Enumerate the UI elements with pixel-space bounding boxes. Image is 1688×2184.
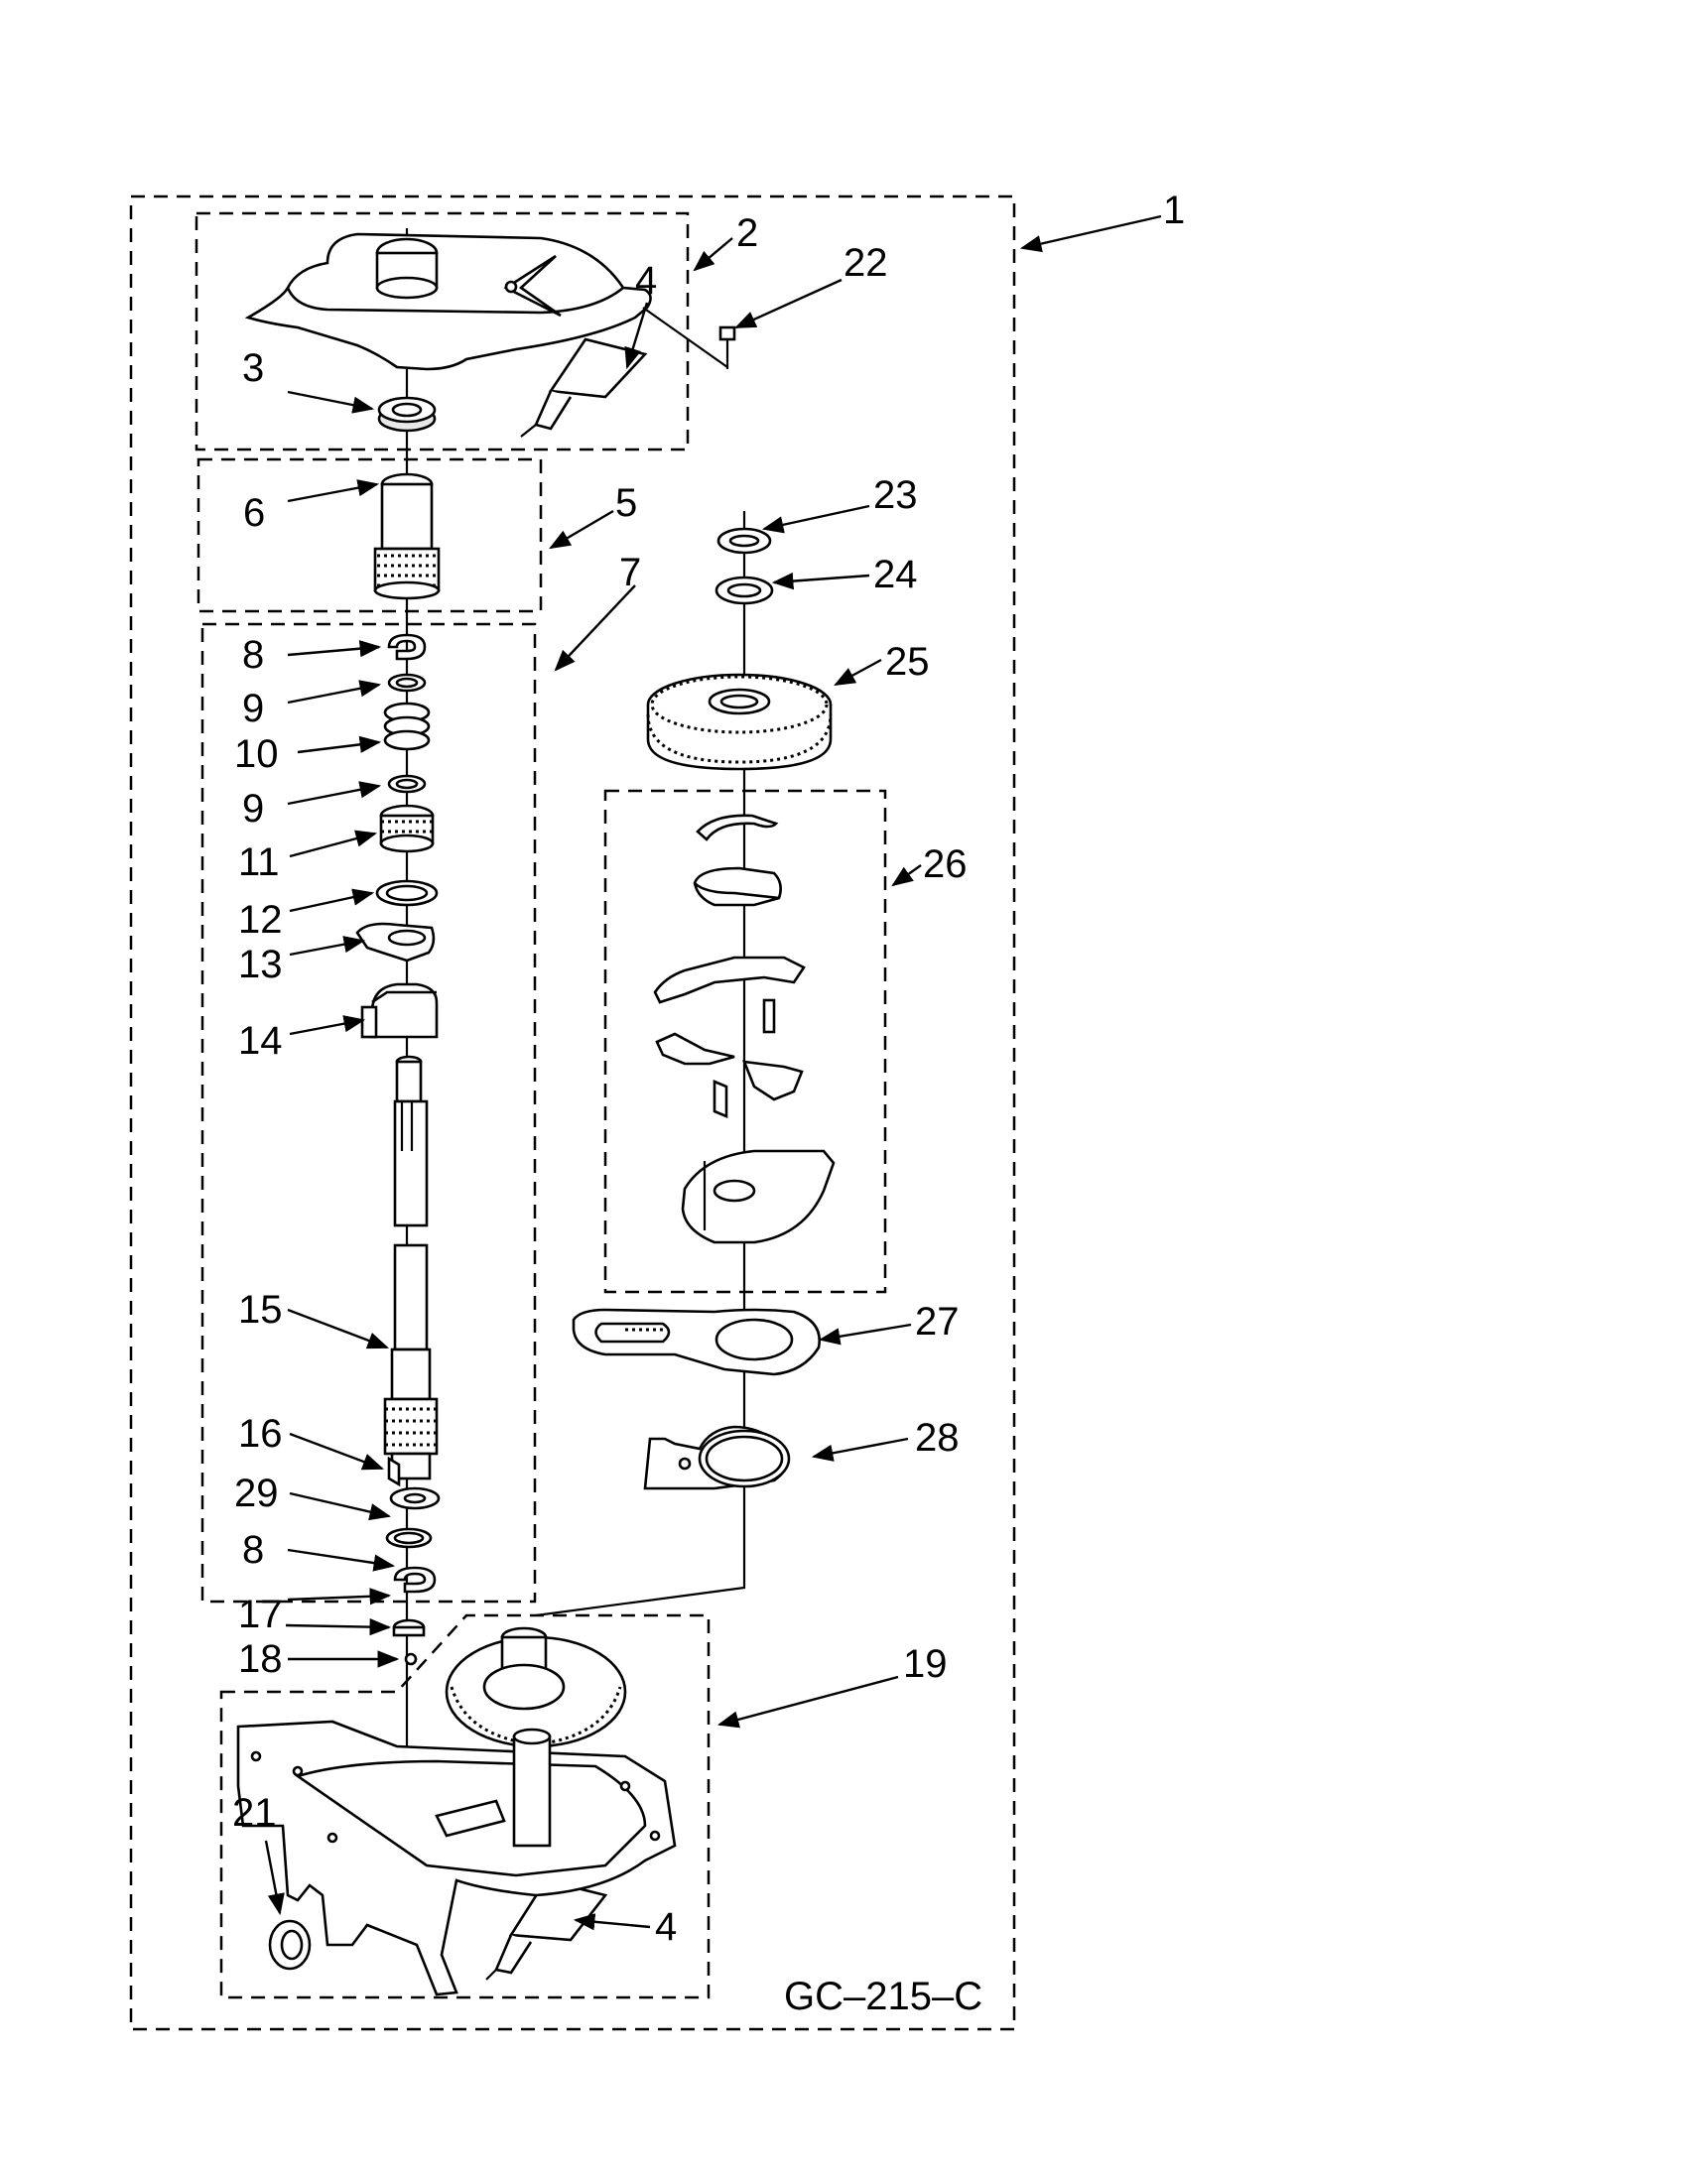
- group-box-2: [195, 211, 690, 451]
- washer-part-16-29: [389, 1486, 441, 1510]
- callout-3: 3: [242, 346, 264, 390]
- washer-part-29: [385, 1527, 433, 1549]
- callout-25: 25: [885, 640, 930, 684]
- seal-part-21: [268, 1919, 312, 1971]
- callout-27: 27: [915, 1300, 960, 1344]
- group-box-5: [196, 457, 543, 613]
- cam-part-13: [355, 922, 436, 963]
- axis-connector: [535, 1528, 746, 1617]
- callout-11: 11: [238, 840, 280, 884]
- callout-8-bottom: 8: [242, 1528, 264, 1572]
- retaining-ring-part-8-top: [387, 633, 427, 661]
- gear-part-11: [379, 804, 435, 853]
- ball-part-18: [404, 1652, 418, 1666]
- callout-23: 23: [873, 473, 918, 517]
- callout-16: 16: [238, 1412, 283, 1456]
- callout-7: 7: [619, 551, 641, 594]
- leader-lines: [264, 214, 1162, 1931]
- ring-part-23: [716, 527, 772, 555]
- callout-17: 17: [238, 1593, 283, 1636]
- gearcase-housing-part-19: [236, 1626, 677, 1996]
- callout-14: 14: [238, 1019, 283, 1063]
- drawing-code: GC–215–C: [784, 1975, 982, 2018]
- gear-part-25: [646, 673, 833, 771]
- key-part-16: [387, 1456, 401, 1487]
- group-box-1: [129, 194, 1016, 2031]
- callout-21: 21: [232, 1791, 277, 1835]
- callout-5: 5: [615, 481, 637, 525]
- callout-9-bottom: 9: [242, 787, 264, 831]
- brake-assembly-part-26: [653, 814, 836, 1244]
- washer-part-9-top: [387, 673, 427, 693]
- seal-part-3: [377, 396, 437, 433]
- clutch-part-14: [360, 982, 439, 1039]
- callout-6: 6: [243, 491, 265, 535]
- washer-part-12: [375, 879, 439, 907]
- grease-tube-part-4-top: [520, 337, 648, 438]
- callout-22: 22: [844, 241, 888, 285]
- callout-18: 18: [238, 1637, 283, 1681]
- callout-29: 29: [234, 1472, 279, 1515]
- callout-8-top: 8: [242, 633, 264, 677]
- brake-ring-part-28: [643, 1425, 791, 1490]
- washer-part-24: [714, 576, 774, 605]
- callout-19: 19: [903, 1642, 948, 1686]
- drive-pinion-part-6: [373, 472, 441, 600]
- bearing-part-17: [392, 1618, 426, 1637]
- callout-13: 13: [238, 943, 283, 986]
- spring-part-10: [383, 702, 431, 751]
- callout-24: 24: [873, 553, 918, 596]
- screw-part-22: [642, 307, 736, 369]
- callout-15: 15: [238, 1288, 283, 1332]
- callout-26: 26: [923, 842, 968, 886]
- callout-10: 10: [234, 732, 279, 776]
- washer-part-9-bottom: [387, 774, 427, 794]
- retaining-ring-part-8-bottom: [393, 1566, 437, 1594]
- callout-4-bottom: 4: [655, 1905, 677, 1949]
- callout-9-top: 9: [242, 687, 264, 730]
- group-box-7: [200, 622, 537, 1604]
- gearcase-cover-part-2: [244, 232, 652, 371]
- agitator-shaft-part-15: [383, 1055, 439, 1480]
- callout-1: 1: [1163, 189, 1185, 232]
- callout-12: 12: [238, 898, 283, 942]
- callout-4-top: 4: [635, 259, 657, 303]
- callout-2: 2: [736, 211, 758, 255]
- callout-28: 28: [915, 1416, 960, 1460]
- actuator-plate-part-27: [572, 1308, 822, 1376]
